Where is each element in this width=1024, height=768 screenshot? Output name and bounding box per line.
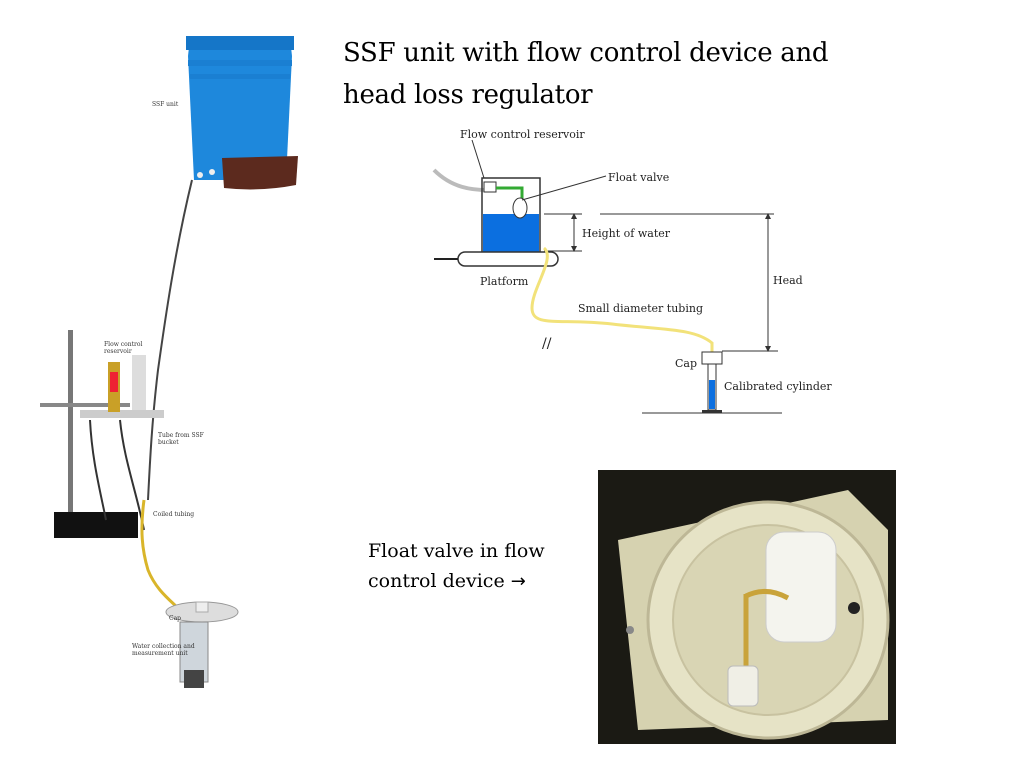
label-tube-2: bucket — [158, 439, 179, 446]
label-ssf-unit: SSF unit — [152, 101, 179, 108]
label-height-of-water: Height of water — [582, 227, 671, 240]
head-loss-schematic: Flow control reservoir Float valve Heigh… — [432, 128, 832, 414]
title-line-1: SSF unit with flow control device and — [343, 38, 829, 68]
slide-title: SSF unit with flow control device and he… — [343, 32, 903, 116]
label-reservoir: Flow control reservoir — [460, 128, 585, 141]
label-flow-control-2: reservoir — [104, 348, 132, 355]
measurement-cylinder — [165, 601, 239, 688]
float-valve-photo — [598, 470, 896, 744]
label-cylinder: Calibrated cylinder — [724, 380, 832, 393]
platform — [457, 251, 559, 267]
label-tube-1: Tube from SSF — [158, 432, 204, 439]
calibrated-cylinder — [642, 351, 782, 414]
label-water-1: Water collection and — [132, 643, 195, 650]
label-flow-control-1: Flow control — [104, 341, 142, 348]
title-line-2: head loss regulator — [343, 80, 593, 110]
ssf-bucket — [186, 36, 298, 190]
label-head: Head — [773, 274, 803, 287]
flow-control-reservoir — [481, 177, 541, 257]
label-water-2: measurement unit — [132, 650, 188, 657]
small-diameter-tubing — [530, 246, 714, 354]
label-coiled: Coiled tubing — [153, 511, 194, 518]
break-mark: // — [542, 336, 552, 352]
caption-line-2: control device → — [368, 566, 588, 597]
caption-line-1: Float valve in flow — [368, 540, 545, 562]
label-platform: Platform — [480, 275, 529, 288]
float-valve-body — [765, 531, 837, 643]
ring-stand — [40, 330, 164, 538]
float-valve-caption: Float valve in flow control device → — [368, 536, 588, 597]
label-float-valve: Float valve — [608, 171, 669, 184]
label-tubing: Small diameter tubing — [578, 302, 703, 315]
arrow-right-icon: → — [510, 571, 526, 592]
ssf-setup-photo: SSF unit Flow control reservoir Tube fro… — [40, 36, 298, 688]
caption-line-2-text: control device — [368, 570, 505, 592]
label-cap: Cap — [675, 357, 697, 370]
label-cap: Cap — [169, 615, 181, 622]
